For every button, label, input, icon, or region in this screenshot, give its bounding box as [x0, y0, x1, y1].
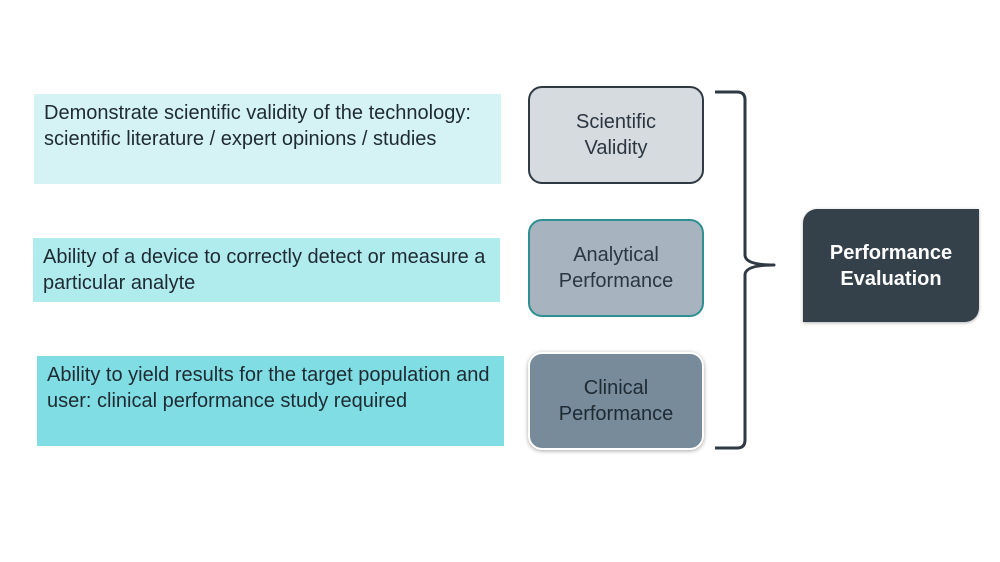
box-label-line2: Validity: [584, 137, 648, 159]
box-label-line1: Clinical: [583, 377, 649, 399]
description-text: Ability of a device to correctly detect …: [43, 246, 486, 294]
box-label-line1: Analytical: [573, 244, 659, 266]
box-label-line1: Scientific: [575, 111, 657, 133]
description-text: Demonstrate scientific validity of the t…: [44, 102, 471, 150]
result-label-line1: Performance: [829, 241, 953, 264]
description-clinical-performance: Ability to yield results for the target …: [37, 356, 504, 446]
description-text: Ability to yield results for the target …: [47, 364, 490, 412]
analytical-performance-box: Analytical Performance: [528, 219, 704, 317]
description-analytical-performance: Ability of a device to correctly detect …: [33, 238, 500, 302]
box-label-line2: Performance: [558, 270, 674, 292]
result-label-line2: Evaluation: [840, 267, 942, 290]
performance-evaluation-box: Performance Evaluation: [803, 209, 979, 322]
clinical-performance-box: Clinical Performance: [528, 352, 704, 450]
description-scientific-validity: Demonstrate scientific validity of the t…: [34, 94, 501, 184]
scientific-validity-box: Scientific Validity: [528, 86, 704, 184]
box-label-line2: Performance: [558, 403, 674, 425]
